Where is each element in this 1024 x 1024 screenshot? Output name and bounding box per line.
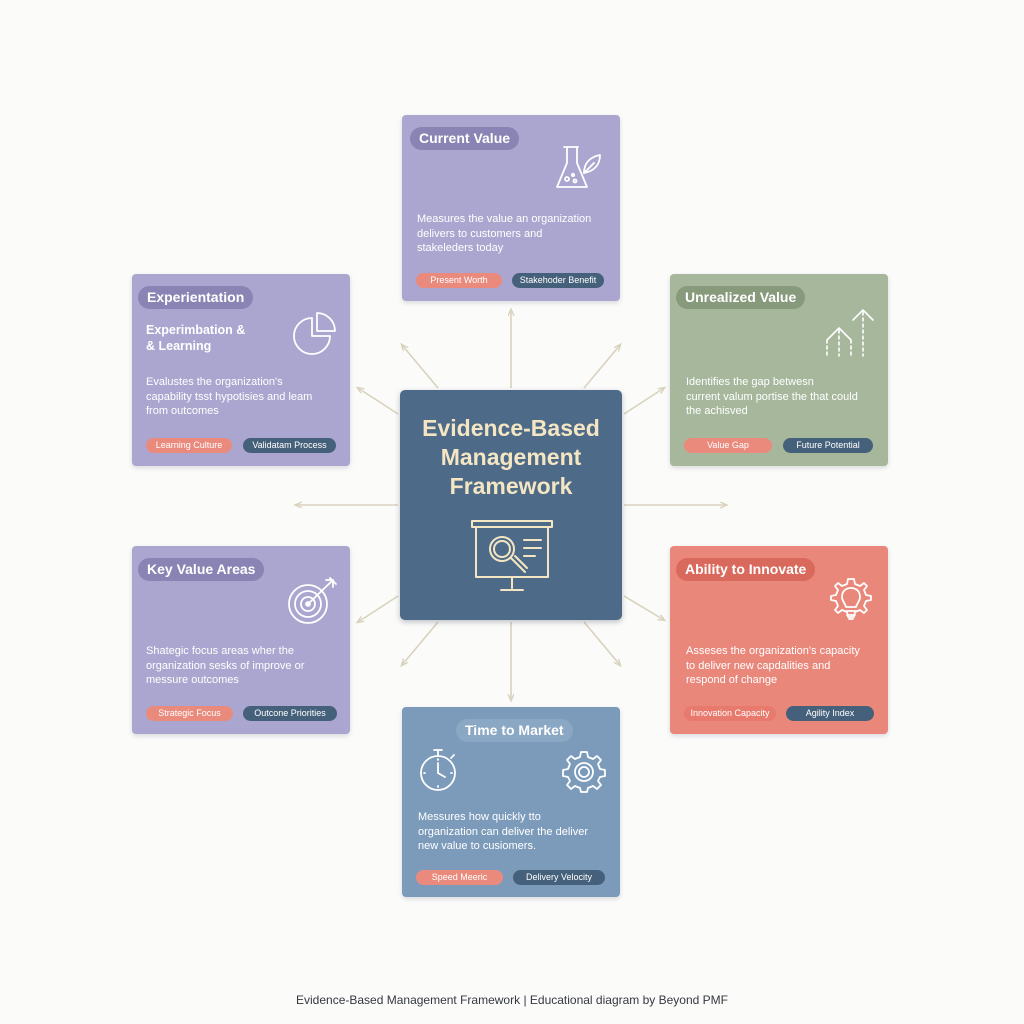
growth-arrows-icon: [826, 309, 874, 357]
card-description: Measures the value an organization deliv…: [417, 213, 592, 254]
tag-outcome-priorities: Outcone Priorities: [243, 706, 337, 721]
card-tags: Strategic Focus Outcone Priorities: [146, 706, 346, 721]
card-tags: Value Gap Future Potential: [684, 438, 884, 453]
tag-stakeholder-benefit: Stakehoder Benefit: [512, 273, 604, 288]
tag-strategic-focus: Strategic Focus: [146, 706, 233, 721]
arrow-up-right-2: [623, 388, 664, 415]
arrow-down-left-1: [402, 621, 439, 665]
card-tags: Innovation Capacity Agility Index: [684, 706, 884, 721]
card-subtitle: Experimbation & & Learning: [146, 323, 246, 353]
presentation-magnifier-icon: [471, 520, 553, 591]
card-title: Experientation: [138, 286, 254, 309]
card-description: Evalustes the organization's capability …: [146, 376, 313, 417]
tag-agility-index: Agility Index: [786, 706, 874, 721]
card-tags: Speed Meeric Delivery Velocity: [416, 870, 616, 885]
card-ability-to-innovate: Ability to Innovate Asseses the organiza…: [670, 546, 888, 734]
tag-innovation-capacity: Innovation Capacity: [684, 706, 776, 721]
arrow-up-right-1: [583, 345, 620, 389]
card-time-to-market: Time to Market Messures how quickly tto …: [402, 707, 620, 897]
card-description: Shategic focus areas wher the organizati…: [146, 645, 305, 686]
arrow-down-left-2: [358, 595, 399, 622]
center-framework-card: Evidence-Based Management Framework: [400, 390, 622, 620]
flask-leaf-icon: [556, 146, 601, 188]
card-title: Time to Market: [456, 719, 573, 742]
card-title: Key Value Areas: [138, 558, 265, 581]
card-tags: Learning Culture Validatam Process: [146, 438, 346, 453]
stopwatch-icon: [420, 749, 456, 791]
center-title-line-3: Framework: [449, 473, 573, 499]
tag-value-gap: Value Gap: [684, 438, 772, 453]
tag-speed-metric: Speed Meeric: [416, 870, 503, 885]
card-title: Current Value: [410, 127, 520, 150]
center-title-line-1: Evidence-Based: [422, 415, 600, 441]
card-title: Unrealized Value: [676, 286, 806, 309]
card-description: Identifies the gap betwesn current valum…: [686, 376, 858, 417]
tag-future-potential: Future Potential: [783, 438, 873, 453]
arrow-down-right-2: [623, 595, 664, 620]
card-key-value-areas: Key Value Areas Shategic focus areas whe…: [132, 546, 350, 734]
target-icon: [288, 577, 337, 624]
card-unrealized-value: Unrealized Value Identifies the gap betw…: [670, 274, 888, 466]
card-description: Asseses the organization's capacity to d…: [686, 645, 860, 686]
gear-icon: [562, 751, 606, 793]
card-description: Messures how quickly tto organization ca…: [418, 811, 588, 852]
arrow-up-left-1: [402, 345, 439, 389]
tag-learning-culture: Learning Culture: [146, 438, 232, 453]
footer-caption: Evidence-Based Management Framework | Ed…: [296, 993, 728, 1007]
card-tags: Present Worth Stakehoder Benefit: [416, 273, 616, 288]
arrow-down-right-1: [583, 621, 620, 665]
center-title: Evidence-Based Management Framework: [400, 414, 622, 501]
card-current-value: Current Value Measures the value an orga…: [402, 115, 620, 301]
tag-present-worth: Present Worth: [416, 273, 502, 288]
card-experimentation: Experientation Experimbation & & Learnin…: [132, 274, 350, 466]
lightbulb-gear-icon: [830, 578, 872, 620]
tag-delivery-velocity: Delivery Velocity: [513, 870, 605, 885]
center-title-line-2: Management: [440, 444, 582, 470]
arrow-up-left-2: [358, 388, 399, 415]
pie-chart-icon: [293, 312, 336, 355]
tag-validation-process: Validatam Process: [243, 438, 336, 453]
card-title: Ability to Innovate: [676, 558, 816, 581]
